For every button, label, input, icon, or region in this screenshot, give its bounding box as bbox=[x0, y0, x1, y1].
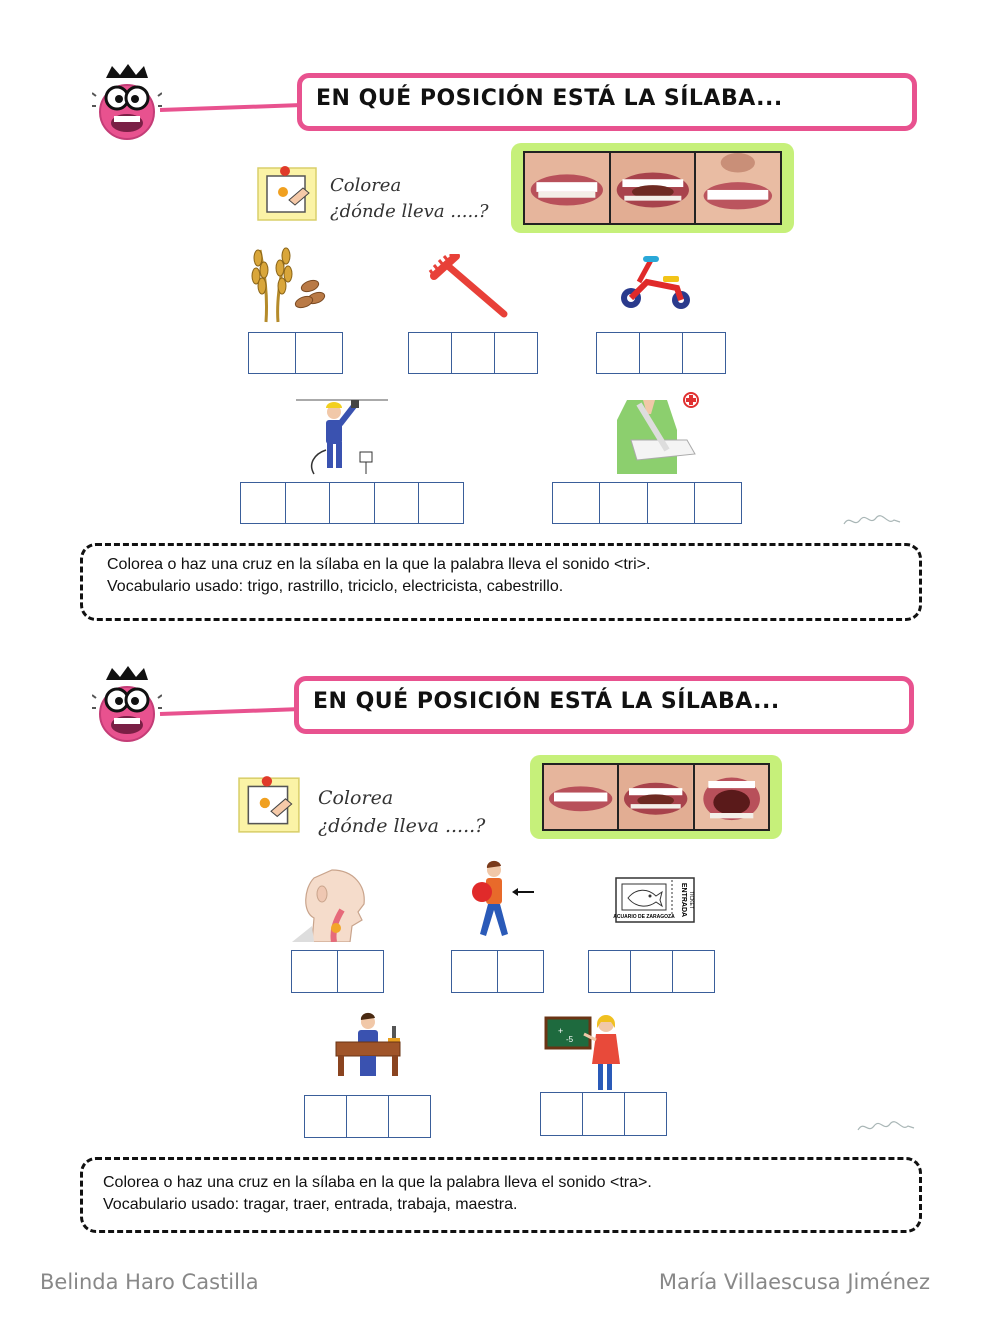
syllable-box[interactable] bbox=[419, 483, 463, 523]
syllable-boxes-cabestrillo bbox=[552, 482, 742, 524]
syllable-box[interactable] bbox=[375, 483, 420, 523]
svg-text:+: + bbox=[558, 1026, 563, 1036]
syllable-box[interactable] bbox=[673, 951, 714, 992]
syllable-box[interactable] bbox=[286, 483, 331, 523]
description-box: Colorea o haz una cruz en la sílaba en l… bbox=[80, 543, 922, 621]
sticky-note-pencil-icon bbox=[238, 776, 300, 833]
syllable-box[interactable] bbox=[241, 483, 286, 523]
syllable-box[interactable] bbox=[625, 1093, 666, 1135]
syllable-box[interactable] bbox=[452, 951, 498, 992]
sticky-note-pencil-icon bbox=[257, 166, 317, 221]
mouth-photos-frame bbox=[511, 143, 794, 233]
syllable-boxes-trabaja bbox=[304, 1095, 431, 1138]
syllable-box[interactable] bbox=[498, 951, 543, 992]
syllable-boxes-rastrillo bbox=[408, 332, 538, 374]
syllable-boxes-triciclo bbox=[596, 332, 726, 374]
wheat-icon bbox=[251, 247, 326, 323]
syllable-box[interactable] bbox=[583, 1093, 625, 1135]
syllable-box[interactable] bbox=[347, 1096, 389, 1137]
syllable-boxes-traer bbox=[451, 950, 544, 993]
speech-bubble-tail bbox=[159, 707, 298, 716]
signature-icon bbox=[843, 515, 901, 525]
instruction-line-1: Colorea bbox=[318, 787, 394, 809]
syllable-box[interactable] bbox=[695, 483, 741, 523]
mouth-photo-1 bbox=[544, 765, 620, 829]
mouth-photo-3 bbox=[694, 765, 768, 829]
syllable-boxes-entrada bbox=[588, 950, 715, 993]
mouth-photo-2 bbox=[619, 765, 695, 829]
tricycle-icon bbox=[621, 256, 690, 309]
syllable-box[interactable] bbox=[249, 333, 296, 373]
description-box: Colorea o haz una cruz en la sílaba en l… bbox=[80, 1157, 922, 1233]
syllable-box[interactable] bbox=[631, 951, 673, 992]
signature-icon bbox=[857, 1121, 915, 1131]
mascot-icon bbox=[92, 64, 162, 140]
syllable-box[interactable] bbox=[640, 333, 683, 373]
syllable-box[interactable] bbox=[683, 333, 725, 373]
person-at-desk-icon bbox=[335, 1012, 401, 1076]
person-carrying-icon bbox=[472, 860, 534, 936]
author-left: Belinda Haro Castilla bbox=[40, 1270, 259, 1294]
swallow-throat-icon bbox=[292, 869, 365, 942]
syllable-box[interactable] bbox=[409, 333, 452, 373]
speech-bubble: EN QUÉ POSICIÓN ESTÁ LA SÍLABA... bbox=[297, 73, 917, 131]
instruction-line-1: Colorea bbox=[330, 175, 402, 196]
syllable-boxes-electricista bbox=[240, 482, 464, 524]
arm-sling-icon bbox=[617, 392, 699, 474]
description-line-2: Vocabulario usado: trigo, rastrillo, tri… bbox=[107, 578, 564, 595]
teacher-blackboard-icon: + -5 bbox=[544, 1015, 620, 1090]
syllable-boxes-tragar bbox=[291, 950, 384, 993]
syllable-box[interactable] bbox=[648, 483, 695, 523]
syllable-box[interactable] bbox=[296, 333, 342, 373]
author-right: María Villaescusa Jiménez bbox=[658, 1270, 930, 1294]
syllable-box[interactable] bbox=[597, 333, 640, 373]
instruction-text: Colorea ¿dónde lleva .....? bbox=[330, 173, 489, 225]
mouth-photo-1 bbox=[525, 153, 611, 223]
mouth-photo-3 bbox=[696, 153, 781, 223]
syllable-box[interactable] bbox=[292, 951, 338, 992]
instruction-line-2: ¿dónde lleva .....? bbox=[318, 815, 486, 837]
syllable-box[interactable] bbox=[330, 483, 375, 523]
section-title: EN QUÉ POSICIÓN ESTÁ LA SÍLABA... bbox=[316, 86, 783, 111]
speech-bubble-tail bbox=[159, 103, 302, 112]
ticket-entrada-label: ENTRADA bbox=[680, 883, 687, 917]
ticket-icon: ENTRADA TICKET ACUARIO DE ZARAGOZA bbox=[613, 877, 695, 923]
syllable-box[interactable] bbox=[495, 333, 537, 373]
section-title: EN QUÉ POSICIÓN ESTÁ LA SÍLABA... bbox=[313, 689, 780, 714]
syllable-box[interactable] bbox=[541, 1093, 583, 1135]
rake-icon bbox=[428, 254, 508, 318]
svg-text:-5: -5 bbox=[566, 1035, 574, 1044]
syllable-box[interactable] bbox=[600, 483, 648, 523]
syllable-box[interactable] bbox=[589, 951, 631, 992]
description-line-2: Vocabulario usado: tragar, traer, entrad… bbox=[103, 1196, 518, 1213]
instruction-text: Colorea ¿dónde lleva .....? bbox=[318, 784, 485, 840]
ticket-venue-label: ACUARIO DE ZARAGOZA bbox=[613, 914, 675, 920]
mouth-photos-frame bbox=[530, 755, 782, 839]
mascot-icon bbox=[92, 666, 162, 742]
instruction-line-2: ¿dónde lleva .....? bbox=[330, 201, 489, 222]
speech-bubble: EN QUÉ POSICIÓN ESTÁ LA SÍLABA... bbox=[294, 676, 914, 734]
syllable-boxes-maestra bbox=[540, 1092, 667, 1136]
ticket-ticket-label: TICKET bbox=[688, 891, 694, 909]
syllable-box[interactable] bbox=[389, 1096, 430, 1137]
description-line-1: Colorea o haz una cruz en la sílaba en l… bbox=[107, 556, 651, 573]
syllable-box[interactable] bbox=[553, 483, 601, 523]
mouth-photo-2 bbox=[610, 153, 697, 223]
syllable-box[interactable] bbox=[338, 951, 383, 992]
syllable-box[interactable] bbox=[305, 1096, 347, 1137]
electrician-icon bbox=[296, 399, 388, 475]
syllable-box[interactable] bbox=[452, 333, 495, 373]
description-line-1: Colorea o haz una cruz en la sílaba en l… bbox=[103, 1174, 652, 1191]
syllable-boxes-trigo bbox=[248, 332, 343, 374]
